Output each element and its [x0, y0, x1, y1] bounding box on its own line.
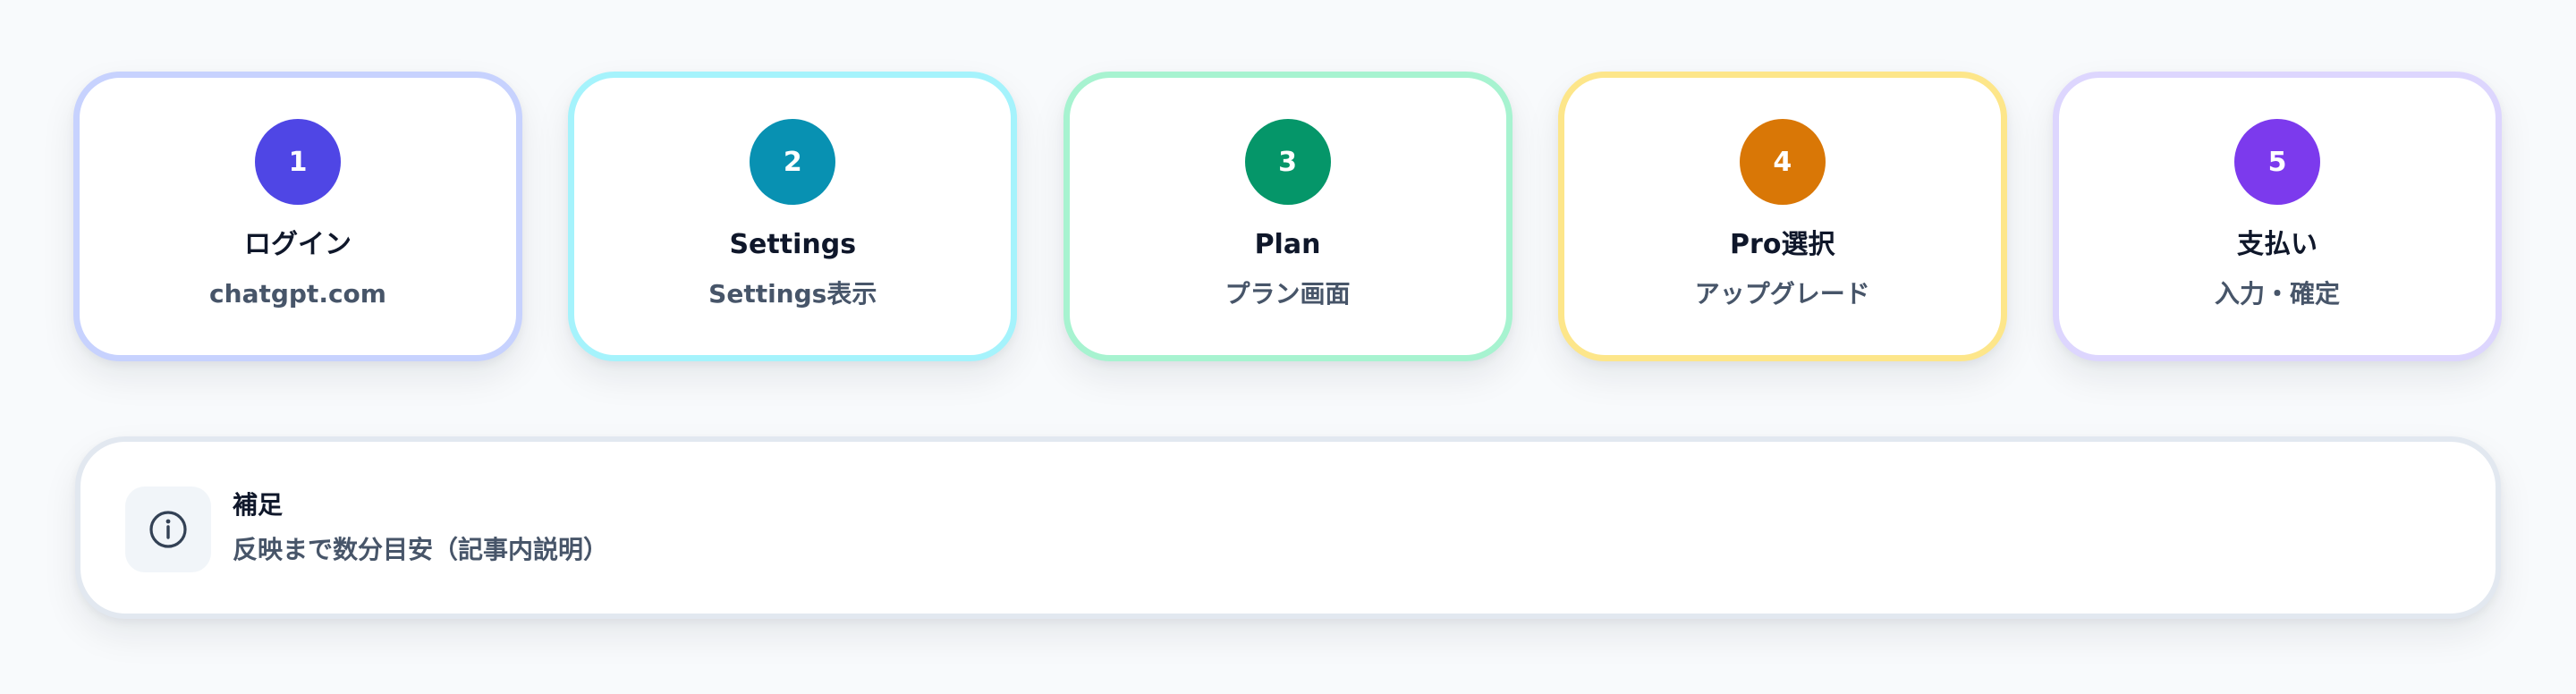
- step-subtitle: プラン画面: [1224, 279, 1351, 309]
- step-subtitle: Settings表示: [708, 279, 877, 309]
- info-icon-svg: [149, 511, 187, 548]
- step-subtitle: 入力・確定: [2214, 279, 2340, 309]
- step-list: 1 ログイン chatgpt.com 2 Settings Settings表示…: [73, 72, 2502, 361]
- step-number-badge: 3: [1244, 119, 1331, 205]
- step-subtitle: chatgpt.com: [209, 279, 386, 309]
- note-card: 補足 反映まで数分目安（記事内説明）: [75, 436, 2501, 619]
- note-title: 補足: [233, 490, 284, 520]
- step-subtitle: アップグレード: [1694, 279, 1870, 309]
- step-title: ログイン: [244, 229, 352, 260]
- step-title: 支払い: [2237, 229, 2318, 260]
- step-title: Settings: [729, 229, 857, 260]
- step-number-badge: 4: [1739, 119, 1826, 205]
- step-card-2: 2 Settings Settings表示: [568, 72, 1018, 361]
- step-number-badge: 5: [2234, 119, 2320, 205]
- step-number-badge: 1: [255, 119, 341, 205]
- step-title: Plan: [1254, 229, 1321, 260]
- step-card-4: 4 Pro選択 アップグレード: [1557, 72, 2007, 361]
- info-icon: [125, 487, 211, 572]
- step-card-5: 5 支払い 入力・確定: [2053, 72, 2502, 361]
- step-card-3: 3 Plan プラン画面: [1063, 72, 1513, 361]
- note-text: 反映まで数分目安（記事内説明）: [233, 535, 609, 564]
- step-card-1: 1 ログイン chatgpt.com: [73, 72, 522, 361]
- step-title: Pro選択: [1730, 229, 1835, 260]
- step-number-badge: 2: [750, 119, 836, 205]
